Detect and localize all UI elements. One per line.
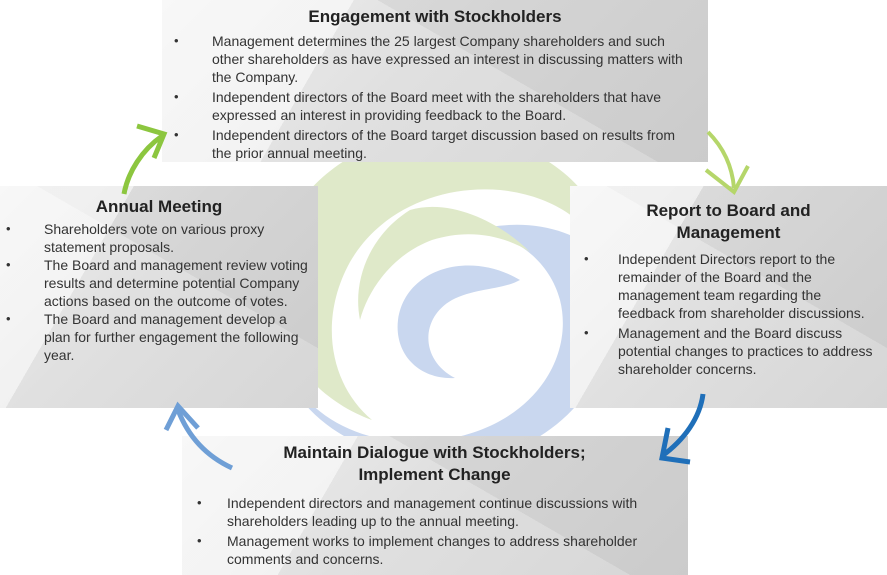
annual-meeting-title: Annual Meeting bbox=[95, 197, 223, 216]
dialogue-title-line2: Implement Change bbox=[358, 465, 511, 484]
swirl-inner-curl bbox=[397, 265, 520, 379]
dialogue-box: Maintain Dialogue with Stockholders; Imp… bbox=[182, 436, 688, 575]
swirl-inner-green bbox=[358, 206, 530, 320]
engagement-bullet: Management determines the 25 largest Com… bbox=[174, 32, 698, 86]
engagement-bullet-list: Management determines the 25 largest Com… bbox=[174, 32, 698, 162]
dialogue-title: Maintain Dialogue with Stockholders; Imp… bbox=[191, 442, 678, 486]
swirl-blue-arm bbox=[278, 224, 618, 463]
dialogue-title-line1: Maintain Dialogue with Stockholders; bbox=[283, 443, 586, 462]
engagement-box: Engagement with Stockholders Management … bbox=[162, 0, 708, 162]
report-title: Report to Board and Management bbox=[578, 200, 879, 244]
annual-meeting-bullet: The Board and management review voting r… bbox=[6, 256, 308, 310]
annual-meeting-bullet: Shareholders vote on various proxy state… bbox=[6, 220, 308, 256]
report-title-line2: Management bbox=[676, 223, 781, 242]
report-title-line1: Report to Board and bbox=[646, 201, 811, 220]
dialogue-bullet: Independent directors and management con… bbox=[197, 494, 678, 530]
dialogue-bullet-list: Independent directors and management con… bbox=[197, 494, 678, 568]
annual-meeting-bullet-list: Shareholders vote on various proxy state… bbox=[6, 220, 308, 364]
annual-meeting-box: Annual Meeting Shareholders vote on vari… bbox=[0, 186, 318, 408]
engagement-bullet: Independent directors of the Board meet … bbox=[174, 88, 698, 124]
report-box: Report to Board and Management Independe… bbox=[570, 186, 887, 408]
annual-meeting-bullet: The Board and management develop a plan … bbox=[6, 310, 308, 364]
report-bullet: Management and the Board discuss potenti… bbox=[584, 324, 879, 378]
engagement-title: Engagement with Stockholders bbox=[308, 7, 562, 26]
engagement-bullet: Independent directors of the Board targe… bbox=[174, 126, 698, 162]
report-bullet-list: Independent Directors report to the rema… bbox=[584, 250, 879, 378]
swirl-green-arm bbox=[273, 130, 611, 420]
report-bullet: Independent Directors report to the rema… bbox=[584, 250, 879, 322]
dialogue-bullet: Management works to implement changes to… bbox=[197, 532, 678, 568]
